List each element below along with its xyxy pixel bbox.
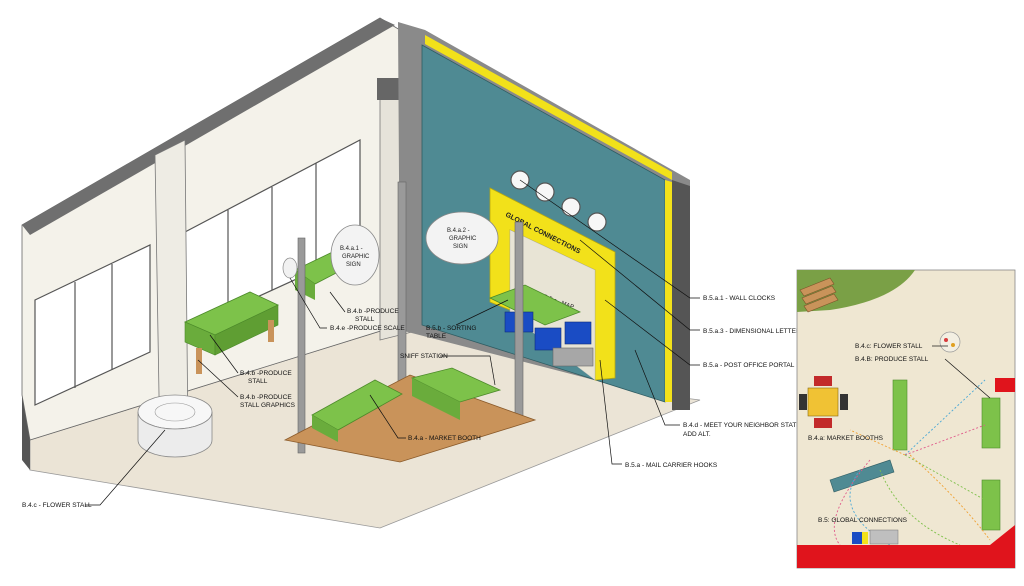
market-booth-left-front [312,415,338,442]
callouts: B.5.a.1 - WALL CLOCKS B.5.a.3 - DIMENSIO… [22,179,808,509]
wall-clocks [510,170,607,232]
plan-gray-block [869,529,899,545]
graphic-sign-2-line3: SIGN [453,244,468,250]
label-dimensional-letters: B.5.a.3 - DIMENSIONAL LETTERS [703,328,806,335]
market-booth-left [311,379,403,431]
support-poles [297,181,524,454]
flower-stall-inner [154,402,196,422]
label-sorting-table-1: B.5.b - SORTING [426,325,476,332]
clock-icon [587,212,607,232]
plan-chair [840,394,848,410]
plan-flower-dot [944,338,948,342]
plan-chair [814,418,832,428]
graphic-sign-1-line2: GRAPHIC [342,254,370,260]
flower-stall-body [137,411,213,458]
floor-plan: B.4.c: FLOWER STALL B.4.B: PRODUCE STALL… [796,269,1016,569]
plan-flower-dot [951,343,955,347]
plan-red-wall [797,525,1015,568]
produce-scale [282,257,298,279]
graphic-sign-2 [425,211,499,265]
label-sorting-table-2: TABLE [426,333,447,340]
stall-leg [268,320,274,342]
plan-benches [799,277,839,313]
clock-icon [561,197,581,217]
graphic-sign-1 [330,224,380,286]
graphic-sign-2-line1: B.4.a.2 - [447,228,470,234]
label-mail-carrier-hooks: B.5.a - MAIL CARRIER HOOKS [625,462,718,469]
plan-chair [814,376,832,386]
sorting-bin [564,321,592,345]
plan-produce-stall-lower [981,479,1001,531]
plan-red-wall-right [995,378,1015,392]
plan-blue-bin [852,532,862,544]
sorting-bin-gray [552,347,594,367]
label-meet-neighbor-2: ADD ALT. [683,431,711,438]
label-produce-graphics-1: B.4.b -PRODUCE [240,394,292,401]
label-wall-clocks: B.5.a.1 - WALL CLOCKS [703,295,776,302]
plan-label-produce-stall: B.4.B: PRODUCE STALL [855,356,929,363]
yellow-trim-right [665,180,672,402]
wall-top-edge [22,18,395,235]
label-produce-graphics-2: STALL GRAPHICS [240,402,296,409]
label-produce-stall-1: B.4.b -PRODUCE [240,370,292,377]
graphic-sign-2-line2: GRAPHIC [449,236,477,242]
plan-produce-stall [981,397,1001,449]
plan-chair [799,394,807,410]
graphic-sign-1-line1: B.4.a.1 - [340,246,363,252]
label-post-office-portal: B.5.a - POST OFFICE PORTAL [703,362,795,369]
isometric-room: GLOBAL CONNECTIONS B.5.c - MAP B.4.a.2 -… [21,17,701,529]
left-wall-base [22,395,30,470]
right-wall-end [672,180,690,410]
graphic-sign-1-line3: SIGN [346,262,361,268]
label-produce-stall-back-1: B.4.b -PRODUCE [347,308,399,315]
label-produce-stall-back-2: STALL [355,316,375,323]
label-flower-stall: B.4.c - FLOWER STALL [22,502,92,509]
label-meet-neighbor-1: B.4.d - MEET YOUR NEIGHBOR STATION [683,422,808,429]
plan-market-booth-diagonal [829,459,895,493]
plan-label-flower-stall: B.4.c: FLOWER STALL [855,343,923,350]
plan-yellow-block [862,532,868,544]
sorting-bin [534,327,562,351]
yellow-trim [425,35,672,180]
plan-label-market-booths: B.4.a: MARKET BOOTHS [808,435,884,442]
label-sniff-station: SNIFF STATION [400,353,448,360]
plan-label-global-connections: B.5: GLOBAL CONNECTIONS [818,517,908,524]
plan-table [807,387,839,417]
plan-market-booth-vertical [892,379,908,451]
label-produce-scale: B.4.e -PRODUCE SCALE [330,325,405,332]
label-market-booth: B.4.a - MARKET BOOTH [408,435,481,442]
market-booth-right-front [412,378,460,420]
label-produce-stall-2: STALL [248,378,268,385]
clock-icon [535,182,555,202]
front-produce-stall-side [214,304,279,356]
plan-flower-stall [939,331,961,353]
